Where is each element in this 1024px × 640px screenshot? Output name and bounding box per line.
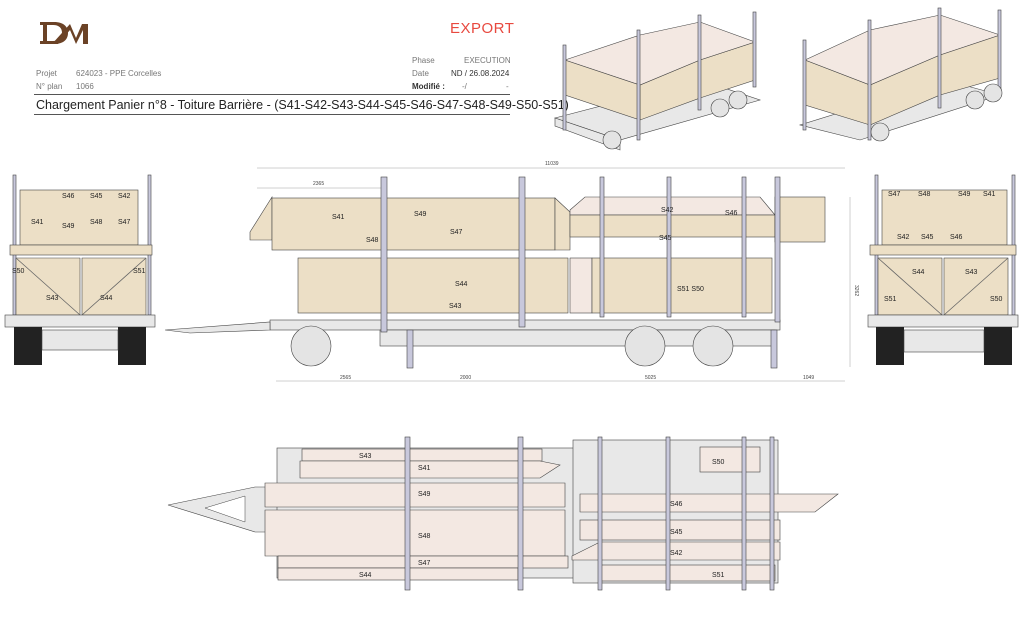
top-label-s41: S41 [418, 465, 431, 472]
divider [34, 114, 510, 115]
modifie-value: -/ [462, 82, 467, 91]
rear-label-s44: S44 [912, 269, 925, 276]
rear-label-s45: S45 [921, 234, 934, 241]
dim-d3: 5025 [645, 375, 656, 381]
rear-label-s41: S41 [983, 191, 996, 198]
dim-overhang: 2365 [313, 181, 324, 187]
date-label: Date [412, 69, 429, 78]
side-label-s47: S47 [450, 229, 463, 236]
rear-view: S47 S48 S49 S41 S42 S45 S46 S44 S43 S51 … [867, 174, 1019, 365]
front-label-s45: S45 [90, 193, 103, 200]
front-view: S46 S45 S42 S41 S49 S48 S47 S50 S51 S43 … [4, 174, 156, 365]
front-label-s41: S41 [31, 219, 44, 226]
front-label-s51: S51 [133, 268, 146, 275]
front-label-s42: S42 [118, 193, 131, 200]
side-label-s41: S41 [332, 214, 345, 221]
front-label-s47: S47 [118, 219, 131, 226]
rear-label-s42: S42 [897, 234, 910, 241]
plan-label: N° plan [36, 82, 63, 91]
rear-label-s51: S51 [884, 296, 897, 303]
top-label-s48: S48 [418, 533, 431, 540]
front-label-s49: S49 [62, 223, 75, 230]
top-label-s49: S49 [418, 491, 431, 498]
rear-label-s43: S43 [965, 269, 978, 276]
phase-value: EXECUTION [464, 56, 511, 65]
dim-d4: 1049 [803, 375, 814, 381]
phase-label: Phase [412, 56, 435, 65]
side-label-s46: S46 [725, 210, 738, 217]
plan-value: 1066 [76, 82, 94, 91]
side-label-s49: S49 [414, 211, 427, 218]
isometric-view-1 [553, 11, 762, 151]
top-label-s46: S46 [670, 501, 683, 508]
side-label-s45: S45 [659, 235, 672, 242]
top-label-s51: S51 [712, 572, 725, 579]
top-view: S43 S41 S49 S48 S47 S44 S50 S46 S45 S42 … [167, 436, 839, 591]
dim-d2: 2000 [460, 375, 471, 381]
projet-label: Projet [36, 69, 57, 78]
drawing-title: Chargement Panier n°8 - Toiture Barrière… [36, 98, 569, 112]
date-value: ND / 26.08.2024 [451, 69, 510, 78]
rear-label-s46: S46 [950, 234, 963, 241]
rear-label-s47: S47 [888, 191, 901, 198]
dim-d1: 2565 [340, 375, 351, 381]
modifie-extra: - [506, 82, 509, 91]
company-logo [40, 22, 88, 44]
rear-label-s49: S49 [958, 191, 971, 198]
side-view: 11039 2365 2565 2000 5025 1049 3262 S41 … [164, 161, 859, 382]
top-label-s45: S45 [670, 529, 683, 536]
projet-value: 624023 - PPE Corcelles [76, 69, 162, 78]
side-label-s51-s50: S51 S50 [677, 286, 704, 293]
dim-height: 3262 [853, 285, 859, 296]
front-label-s48: S48 [90, 219, 103, 226]
export-stamp: EXPORT [450, 20, 515, 37]
side-label-s42: S42 [661, 207, 674, 214]
side-label-s44: S44 [455, 281, 468, 288]
top-label-s42: S42 [670, 550, 683, 557]
front-label-s50: S50 [12, 268, 25, 275]
side-label-s48: S48 [366, 237, 379, 244]
top-label-s44: S44 [359, 572, 372, 579]
isometric-view-2 [798, 7, 1003, 142]
top-label-s47: S47 [418, 560, 431, 567]
divider [34, 94, 510, 95]
dim-total: 11039 [545, 161, 559, 167]
top-label-s50: S50 [712, 459, 725, 466]
rear-label-s50: S50 [990, 296, 1003, 303]
top-label-s43: S43 [359, 453, 372, 460]
side-label-s43: S43 [449, 303, 462, 310]
front-label-s43: S43 [46, 295, 59, 302]
rear-label-s48: S48 [918, 191, 931, 198]
front-label-s44: S44 [100, 295, 113, 302]
modifie-label: Modifié : [412, 82, 445, 91]
front-label-s46: S46 [62, 193, 75, 200]
